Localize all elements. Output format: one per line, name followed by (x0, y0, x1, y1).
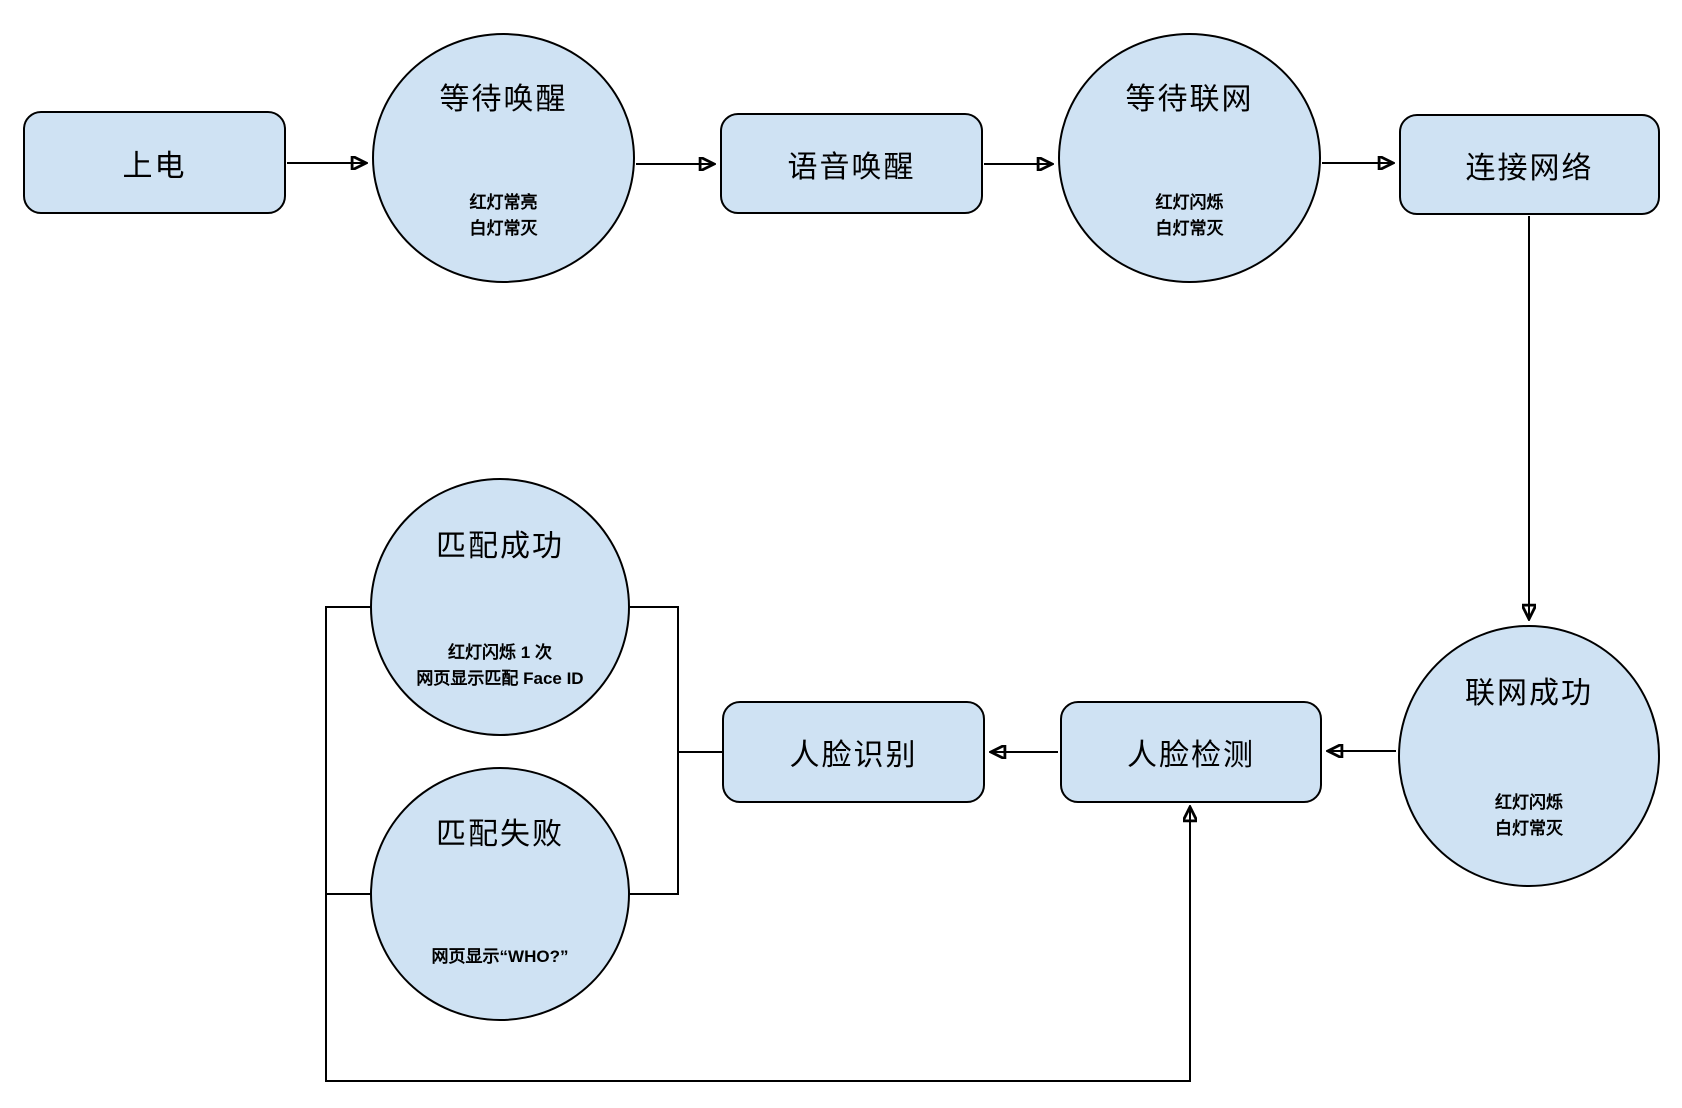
node-wait-wake[interactable]: 等待唤醒 红灯常亮 白灯常灭 (372, 33, 635, 283)
node-net-ok-label: 联网成功 (1465, 677, 1593, 711)
note-line: 红灯闪烁 (1155, 192, 1224, 212)
node-match-fail[interactable]: 匹配失败 网页显示“WHO?” (370, 767, 630, 1021)
node-wait-net-label: 等待联网 (1125, 83, 1254, 117)
note-line: 白灯常灭 (1495, 818, 1563, 838)
node-match-ok-notes: 红灯闪烁 1 次 网页显示匹配 Face ID (372, 640, 628, 693)
note-line: 红灯闪烁 (1495, 792, 1563, 812)
node-match-fail-notes: 网页显示“WHO?” (372, 944, 628, 970)
node-net-ok[interactable]: 联网成功 红灯闪烁 白灯常灭 (1398, 625, 1660, 887)
node-face-detect[interactable]: 人脸检测 (1060, 701, 1322, 803)
edge-face-recog-to-match-circles (630, 606, 722, 895)
node-power-on[interactable]: 上电 (23, 111, 286, 214)
node-net-ok-notes: 红灯闪烁 白灯常灭 (1400, 790, 1658, 843)
node-wait-wake-notes: 红灯常亮 白灯常灭 (374, 190, 633, 243)
node-face-detect-label: 人脸检测 (1127, 739, 1255, 772)
node-wait-net-notes: 红灯闪烁 白灯常灭 (1060, 190, 1319, 243)
note-line: 网页显示匹配 Face ID (416, 669, 584, 689)
node-match-fail-label: 匹配失败 (436, 818, 564, 851)
node-match-ok[interactable]: 匹配成功 红灯闪烁 1 次 网页显示匹配 Face ID (370, 478, 630, 736)
node-voice-wake-label: 语音唤醒 (787, 150, 916, 184)
node-wait-net[interactable]: 等待联网 红灯闪烁 白灯常灭 (1058, 33, 1321, 283)
note-line: 红灯闪烁 1 次 (448, 643, 552, 663)
note-line: 网页显示“WHO?” (431, 947, 569, 966)
edge-loop-back-to-face-detect (325, 606, 1190, 1082)
node-voice-wake[interactable]: 语音唤醒 (720, 113, 983, 214)
note-line: 白灯常灭 (1155, 219, 1224, 239)
node-connect-net-label: 连接网络 (1465, 151, 1594, 185)
node-face-recog-label: 人脸识别 (789, 739, 918, 772)
node-match-ok-label: 匹配成功 (436, 529, 564, 563)
note-line: 红灯常亮 (469, 192, 538, 212)
node-wait-wake-label: 等待唤醒 (439, 83, 568, 117)
node-power-on-label: 上电 (122, 149, 187, 183)
node-face-recog[interactable]: 人脸识别 (722, 701, 985, 803)
node-connect-net[interactable]: 连接网络 (1399, 114, 1660, 215)
note-line: 白灯常灭 (469, 219, 538, 239)
